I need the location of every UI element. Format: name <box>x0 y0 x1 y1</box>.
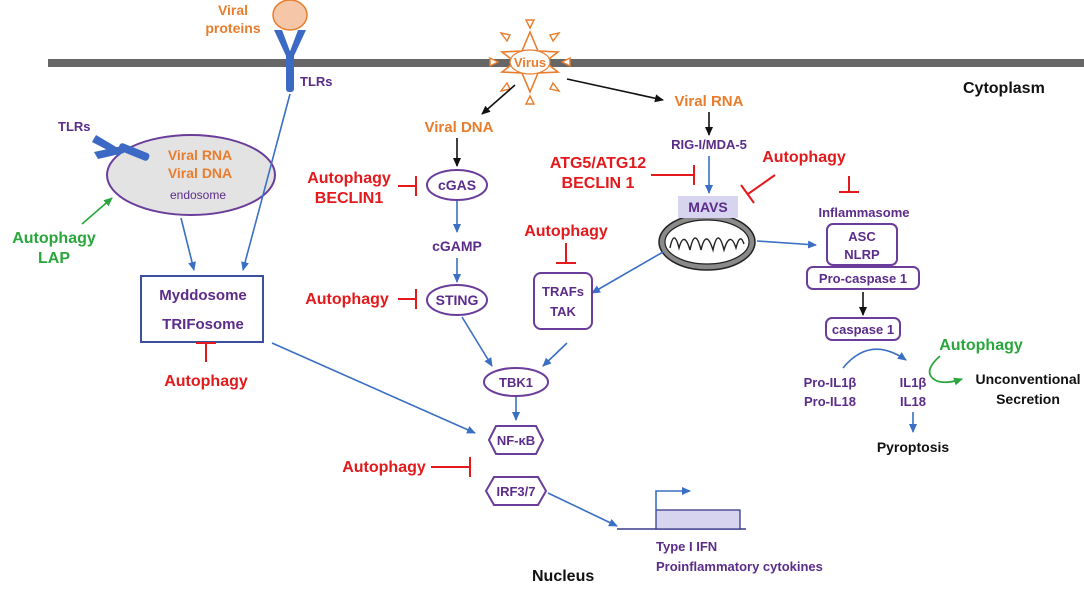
caspase-node <box>825 317 901 341</box>
mavs-box <box>678 196 738 218</box>
tbk1-node <box>483 367 549 397</box>
viral-dna-label: Viral DNA <box>425 119 494 136</box>
autophagy-lap-label-2: LAP <box>38 250 70 267</box>
pro-il1b-label: Pro-IL1β <box>804 375 857 390</box>
autophagy-sting-label: Autophagy <box>305 291 389 308</box>
cytoplasm-label: Cytoplasm <box>963 80 1045 97</box>
mavs-inhibition <box>740 174 776 204</box>
autophagy-myddosome-label: Autophagy <box>164 373 248 390</box>
nucleus-label: Nucleus <box>532 568 594 585</box>
arrow-tlr-to-myddosome <box>241 93 291 271</box>
atg-inhibition <box>651 165 695 185</box>
arrow-sting-to-tbk1 <box>461 316 493 367</box>
tlrs-endosome-label: TLRs <box>58 119 91 134</box>
arrow-myddosome-to-nfkb <box>271 342 476 434</box>
mitochondrion-icon <box>658 213 756 271</box>
rig-mda5-label: RIG-I/MDA-5 <box>671 137 747 152</box>
unconventional-label: Unconventional <box>975 371 1080 387</box>
trafs-node <box>533 272 593 330</box>
proinflammatory-cytokines-label: Proinflammatory cytokines <box>656 559 823 574</box>
irf-node <box>484 476 548 506</box>
procaspase-label: Pro-caspase 1 <box>819 271 907 286</box>
tlr-endosome-receptor-icon <box>92 135 150 161</box>
cgamp-label: cGAMP <box>432 238 482 254</box>
arrow-virus-to-viral-rna <box>566 78 664 103</box>
cgas-node <box>426 169 488 201</box>
atg-label-1: ATG5/ATG12 <box>550 155 646 172</box>
trafs-label: TRAFs <box>542 284 584 299</box>
tbk1-label: TBK1 <box>499 375 533 390</box>
nfkb-label: NF-κB <box>497 433 535 448</box>
sting-node <box>426 284 488 316</box>
tlr-membrane-receptor-icon <box>274 30 306 92</box>
endosome-label: endosome <box>170 188 226 202</box>
trifosome-label: TRIFosome <box>162 316 244 333</box>
viral-rna-label: Viral RNA <box>675 93 744 110</box>
pro-il18-label: Pro-IL18 <box>804 394 856 409</box>
tak-label: TAK <box>550 304 576 319</box>
virus-label: Virus <box>514 55 546 70</box>
arrow-secretion <box>928 355 963 386</box>
sting-label: STING <box>436 292 479 308</box>
nlrp-label: NLRP <box>844 247 880 262</box>
arrow-irf-to-genes <box>547 492 618 527</box>
endosome-viral-dna: Viral DNA <box>168 165 232 181</box>
arrow-mavs-to-trafs <box>591 251 664 294</box>
irf-label: IRF3/7 <box>496 484 535 499</box>
virus-icon <box>489 19 571 105</box>
mavs-label: MAVS <box>688 199 727 215</box>
autophagy-secretion-label: Autophagy <box>939 337 1023 354</box>
arrow-virus-to-viral-dna <box>481 84 516 115</box>
cgas-label: cGAS <box>438 177 476 193</box>
autophagy-lap-label-1: Autophagy <box>12 230 96 247</box>
autophagy-cgas-label-1: Autophagy <box>307 170 391 187</box>
myddosome-label: Myddosome <box>159 287 247 304</box>
autophagy-nfkb-label: Autophagy <box>342 459 426 476</box>
pyroptosis-label: Pyroptosis <box>877 439 950 455</box>
tlrs-membrane-label: TLRs <box>300 74 333 89</box>
autophagy-cgas-label-2: BECLIN1 <box>315 190 384 207</box>
caspase-label: caspase 1 <box>832 322 894 337</box>
cgas-inhibition <box>398 176 417 196</box>
gene-promoter-icon <box>617 487 746 530</box>
arrow-cleavage <box>842 348 907 369</box>
sting-inhibition <box>398 289 417 309</box>
lap-arrow <box>81 197 113 225</box>
myddosome-box <box>140 275 264 343</box>
arrow-endosome-to-myddosome <box>180 217 196 271</box>
autophagy-mavs-label: Autophagy <box>762 149 846 166</box>
viral-proteins-label-1: Viral <box>218 2 248 18</box>
myddosome-inhibition <box>196 342 216 362</box>
autophagy-traf-label: Autophagy <box>524 223 608 240</box>
il18-label: IL18 <box>900 394 926 409</box>
endosome-viral-rna: Viral RNA <box>168 147 232 163</box>
viral-protein-ball <box>272 0 308 31</box>
atg-label-2: BECLIN 1 <box>562 175 635 192</box>
type-i-ifn-label: Type I IFN <box>656 539 717 554</box>
viral-proteins-label-2: proteins <box>205 20 260 36</box>
traf-inhibition <box>556 243 576 264</box>
inflammasome-label: Inflammasome <box>818 205 909 220</box>
procaspase-node <box>806 266 920 290</box>
asc-label: ASC <box>848 229 876 244</box>
asc-nlrp-node <box>826 223 898 266</box>
arrow-trafs-to-tbk1 <box>542 342 568 367</box>
nfkb-node <box>487 425 545 455</box>
nfkb-inhibition <box>431 457 471 477</box>
secretion-label: Secretion <box>996 391 1060 407</box>
il1b-label: IL1β <box>900 375 927 390</box>
arrow-mavs-to-inflammasome <box>756 240 817 249</box>
